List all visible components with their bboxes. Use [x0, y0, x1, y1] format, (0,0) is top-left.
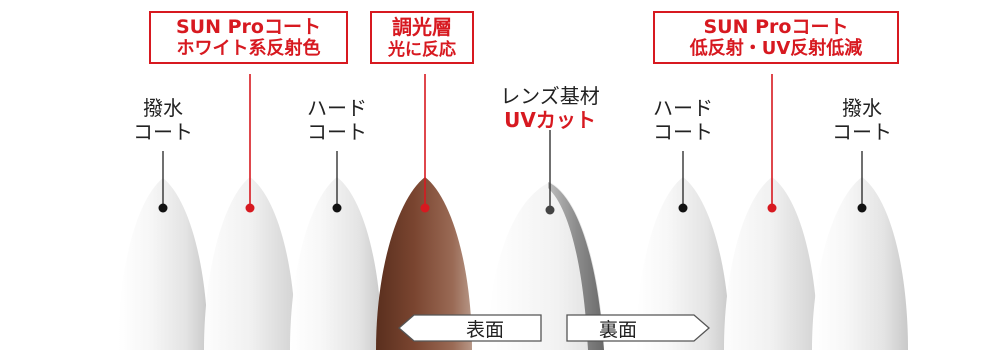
right-arrow-shape	[566, 314, 710, 342]
label-hard-left-line2: コート	[307, 120, 367, 145]
back-surface-arrow: 裏面	[566, 314, 710, 342]
label-water-repellent-right: 撥水 コート	[822, 96, 902, 145]
label-hard-left-line1: ハード	[307, 96, 367, 120]
label-lens-base: レンズ基材 UVカット	[488, 84, 612, 133]
dot-lens-base	[545, 205, 555, 215]
water-repellent-coat-left-shape	[118, 178, 208, 350]
label-lens-base-line1: レンズ基材	[500, 84, 600, 108]
dot-water-repellent-right	[857, 203, 867, 213]
dot-sun-pro-white	[245, 203, 255, 213]
callout-photochromic-subtitle: 光に反応	[388, 39, 456, 60]
label-hard-right-line2: コート	[653, 120, 713, 145]
dot-sun-pro-low	[767, 203, 777, 213]
hard-coat-left-shape	[290, 177, 382, 350]
label-lens-base-uv-cut: UVカット	[504, 108, 596, 133]
callout-sun-pro-white: SUN Proコート ホワイト系反射色	[149, 11, 348, 64]
front-surface-label: 表面	[465, 318, 504, 341]
left-arrow-shape	[398, 314, 542, 342]
back-surface-label: 裏面	[598, 318, 637, 341]
hard-coat-right-shape	[636, 177, 730, 350]
dot-water-repellent-left	[158, 203, 168, 213]
sun-pro-coat-white-shape	[204, 177, 296, 350]
photochromic-layer-shape	[376, 177, 472, 350]
callout-sun-pro-low-subtitle: 低反射・UV反射低減	[689, 38, 863, 60]
sun-pro-coat-low-shape	[724, 177, 818, 350]
dot-hard-right	[678, 203, 688, 213]
callout-sun-pro-low-title: SUN Proコート	[703, 16, 849, 38]
label-hard-right: ハード コート	[643, 96, 723, 145]
label-water-repellent-left: 撥水 コート	[123, 96, 203, 145]
lens-base-rim-shape	[548, 182, 604, 350]
dot-hard-left	[332, 203, 342, 213]
callout-photochromic-title: 調光層	[392, 15, 452, 39]
label-hard-left: ハード コート	[297, 96, 377, 145]
label-water-repellent-right-line1: 撥水	[842, 96, 882, 120]
water-repellent-coat-right-shape	[812, 177, 908, 350]
front-surface-arrow: 表面	[398, 314, 542, 342]
callout-sun-pro-white-subtitle: ホワイト系反射色	[176, 38, 321, 60]
label-water-repellent-left-line2: コート	[133, 120, 193, 145]
callout-photochromic: 調光層 光に反応	[370, 11, 474, 64]
dot-photochromic	[420, 203, 430, 213]
callout-sun-pro-low: SUN Proコート 低反射・UV反射低減	[653, 11, 899, 64]
label-hard-right-line1: ハード	[653, 96, 713, 120]
callout-sun-pro-white-title: SUN Proコート	[176, 16, 321, 38]
label-water-repellent-right-line2: コート	[832, 120, 892, 145]
label-water-repellent-left-line1: 撥水	[143, 96, 183, 120]
